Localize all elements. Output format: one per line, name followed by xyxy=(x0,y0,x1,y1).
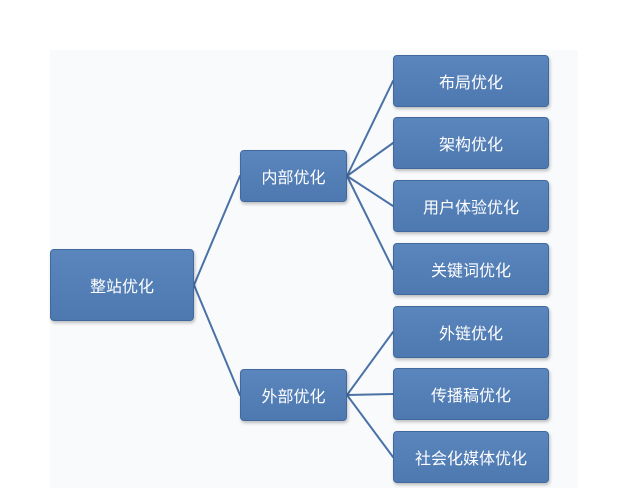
connector-internal-leaf-2 xyxy=(346,142,394,177)
leaf-node-architecture: 架构优化 xyxy=(393,117,549,169)
connector-root-internal xyxy=(193,175,241,286)
connector-external-leaf-3 xyxy=(346,394,394,458)
leaf-node-press-release: 传播稿优化 xyxy=(393,368,549,420)
leaf-node-social-media: 社会化媒体优化 xyxy=(393,431,549,483)
connector-external-leaf-2 xyxy=(346,393,394,396)
leaf-node-user-experience: 用户体验优化 xyxy=(393,180,549,232)
branch-node-external: 外部优化 xyxy=(240,369,347,421)
root-node: 整站优化 xyxy=(50,249,194,321)
leaf-node-layout: 布局优化 xyxy=(393,55,549,107)
connector-root-external xyxy=(193,284,241,396)
connector-internal-leaf-1 xyxy=(346,80,394,177)
connector-external-leaf-1 xyxy=(346,331,394,396)
branch-node-internal: 内部优化 xyxy=(240,150,347,202)
connector-internal-leaf-4 xyxy=(346,175,394,270)
leaf-node-keywords: 关键词优化 xyxy=(393,243,549,295)
connector-internal-leaf-3 xyxy=(346,175,394,207)
leaf-node-backlinks: 外链优化 xyxy=(393,306,549,358)
